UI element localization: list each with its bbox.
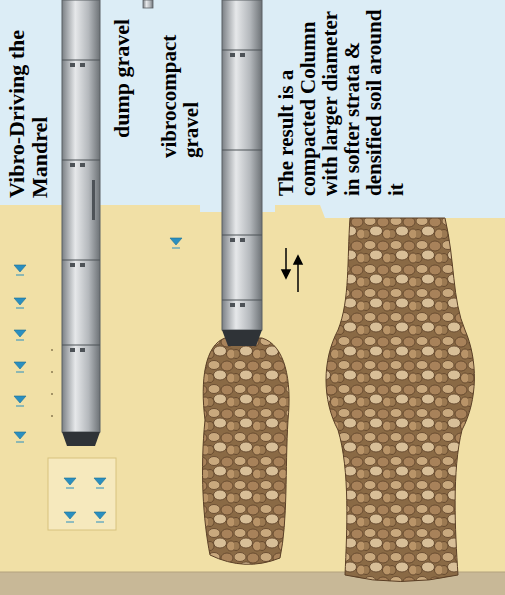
step-label: dump gravel [110,8,133,138]
result-label: The result is a compacted Column with la… [275,8,407,196]
step-label: vibrocompact gravel [158,8,202,158]
step-label: Vibro-Driving the Mandrel [5,8,51,198]
